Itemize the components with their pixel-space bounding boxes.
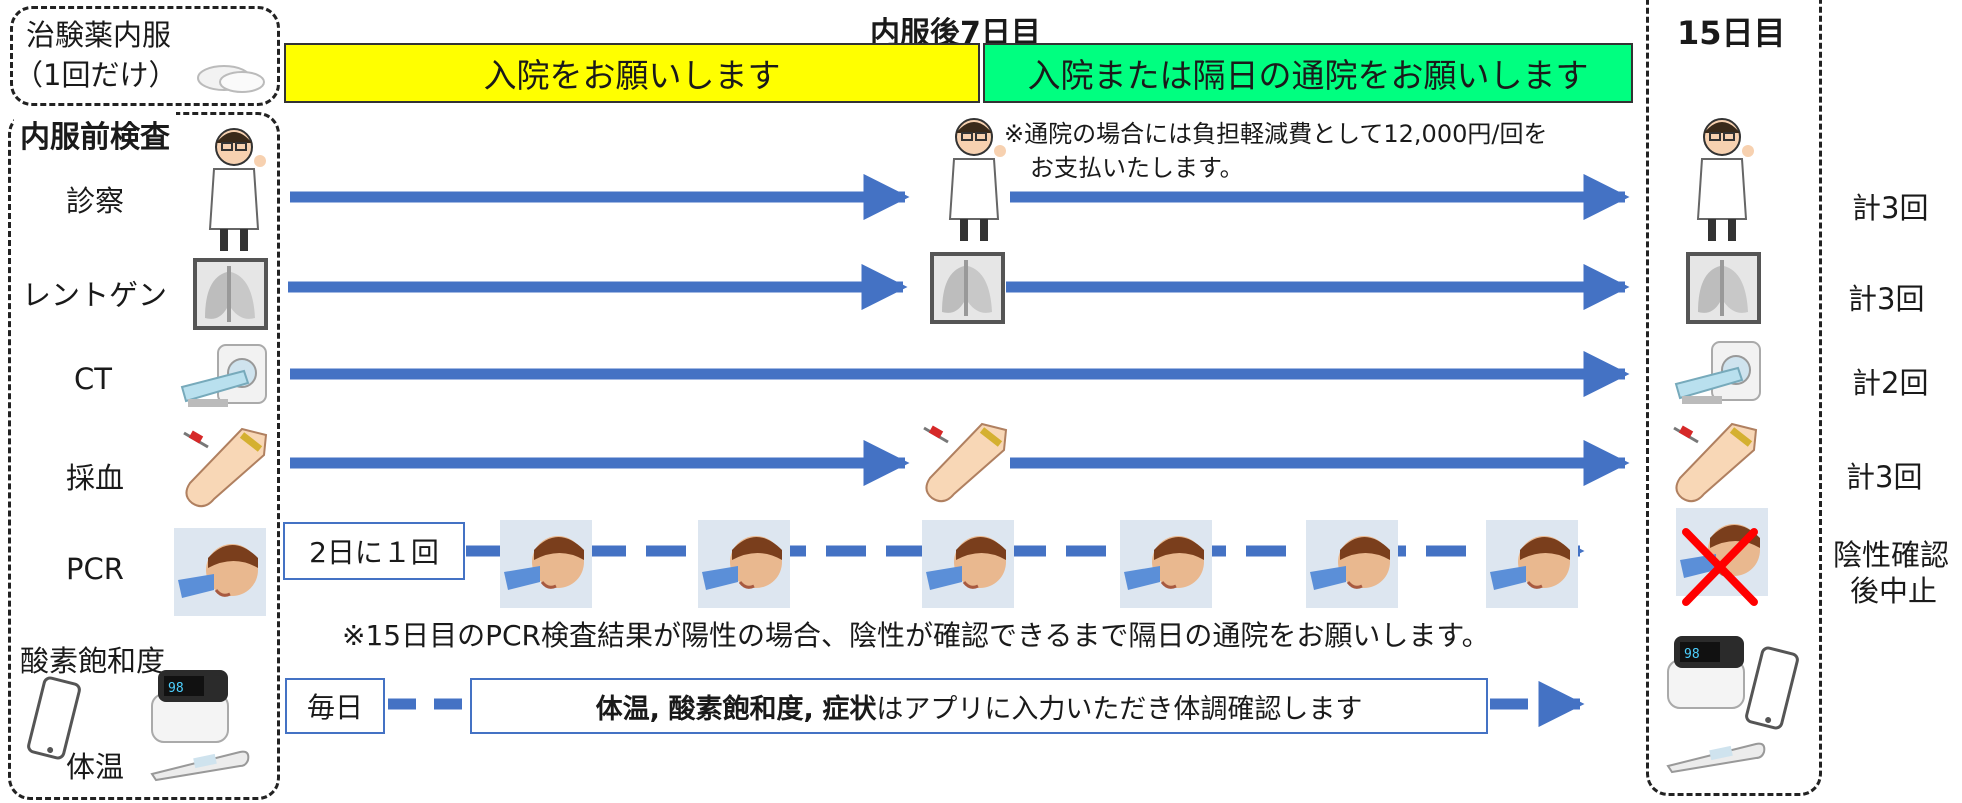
row-label-pcr: PCR [66,552,124,586]
smartphone-icon [1740,646,1806,742]
row-label-exam: 診察 [66,184,125,218]
xray-icon [930,252,1005,328]
smartphone-icon [22,676,88,772]
pcr-note: ※15日目のPCR検査結果が陽性の場合、陰性が確認できるまで隔日の通院をお願いし… [342,619,1490,652]
vitals-frequency-box: 毎日 [285,678,385,734]
thermometer-icon [148,742,254,786]
vitals-msg-rest: はアプリに入力いただき体調確認します [876,693,1363,725]
cross-mark-icon [1680,526,1760,612]
doctor-icon [200,125,270,259]
doctor-icon [1688,115,1758,249]
thermometer-icon [1664,734,1770,778]
pcr-frequency-box: 2日に１回 [283,522,465,580]
row-label-temp: 体温 [66,750,125,784]
pill-icon [196,56,266,100]
pulse-oximeter-icon: 98 [148,668,234,750]
blood-draw-icon [178,425,268,514]
vitals-message-box: 体温, 酸素飽和度, 症状はアプリに入力いただき体調確認します [470,678,1488,734]
row-label-xray: レントゲン [22,278,168,312]
svg-text:98: 98 [1684,647,1700,662]
total-exam: 計3回 [1852,191,1929,225]
total-ct: 計2回 [1852,366,1929,400]
pre-exam-title: 内服前検査 [14,112,176,156]
pcr-swab-icon [1120,520,1212,612]
day15-label: 15日目 [1677,14,1786,52]
total-blood: 計3回 [1846,460,1923,494]
drug-label-line1: 治験薬内服 [26,18,172,52]
pulse-oximeter-icon: 98 [1664,634,1750,716]
xray-icon [1686,252,1761,328]
row-label-oxygen: 酸素飽和度 [20,644,166,678]
drug-box [10,6,280,106]
vitals-msg-bold3: 症状 [822,693,877,725]
svg-text:98: 98 [168,681,184,696]
ct-scanner-icon [1672,340,1764,414]
pcr-swab-icon [174,528,266,620]
pcr-swab-icon [698,520,790,612]
drug-label-line2: （1回だけ） [14,58,178,92]
pcr-swab-icon [922,520,1014,612]
blood-draw-icon [1668,420,1758,509]
day15-box [1646,0,1822,796]
total-pcr-line1: 陰性確認 [1833,538,1950,572]
xray-icon [193,258,268,334]
vitals-msg-bold2: 酸素飽和度, [668,693,814,725]
blood-draw-icon [918,420,1008,509]
total-pcr-line2: 後中止 [1850,574,1938,608]
vitals-msg-bold1: 体温, [595,693,660,725]
ct-scanner-icon [178,343,270,417]
pcr-swab-icon [1486,520,1578,612]
total-xray: 計3回 [1848,282,1925,316]
outpatient-band: 入院または隔日の通院をお願いします [983,43,1633,103]
pcr-swab-icon [500,520,592,612]
outpatient-note-line2: お支払いたします。 [1030,154,1244,182]
doctor-icon [940,115,1010,249]
outpatient-note-line1: ※通院の場合には負担軽減費として12,000円/回を [1004,120,1548,148]
pcr-swab-icon [1306,520,1398,612]
row-label-ct: CT [74,362,112,396]
row-label-blood: 採血 [66,461,125,495]
hospitalization-band: 入院をお願いします [284,43,980,103]
